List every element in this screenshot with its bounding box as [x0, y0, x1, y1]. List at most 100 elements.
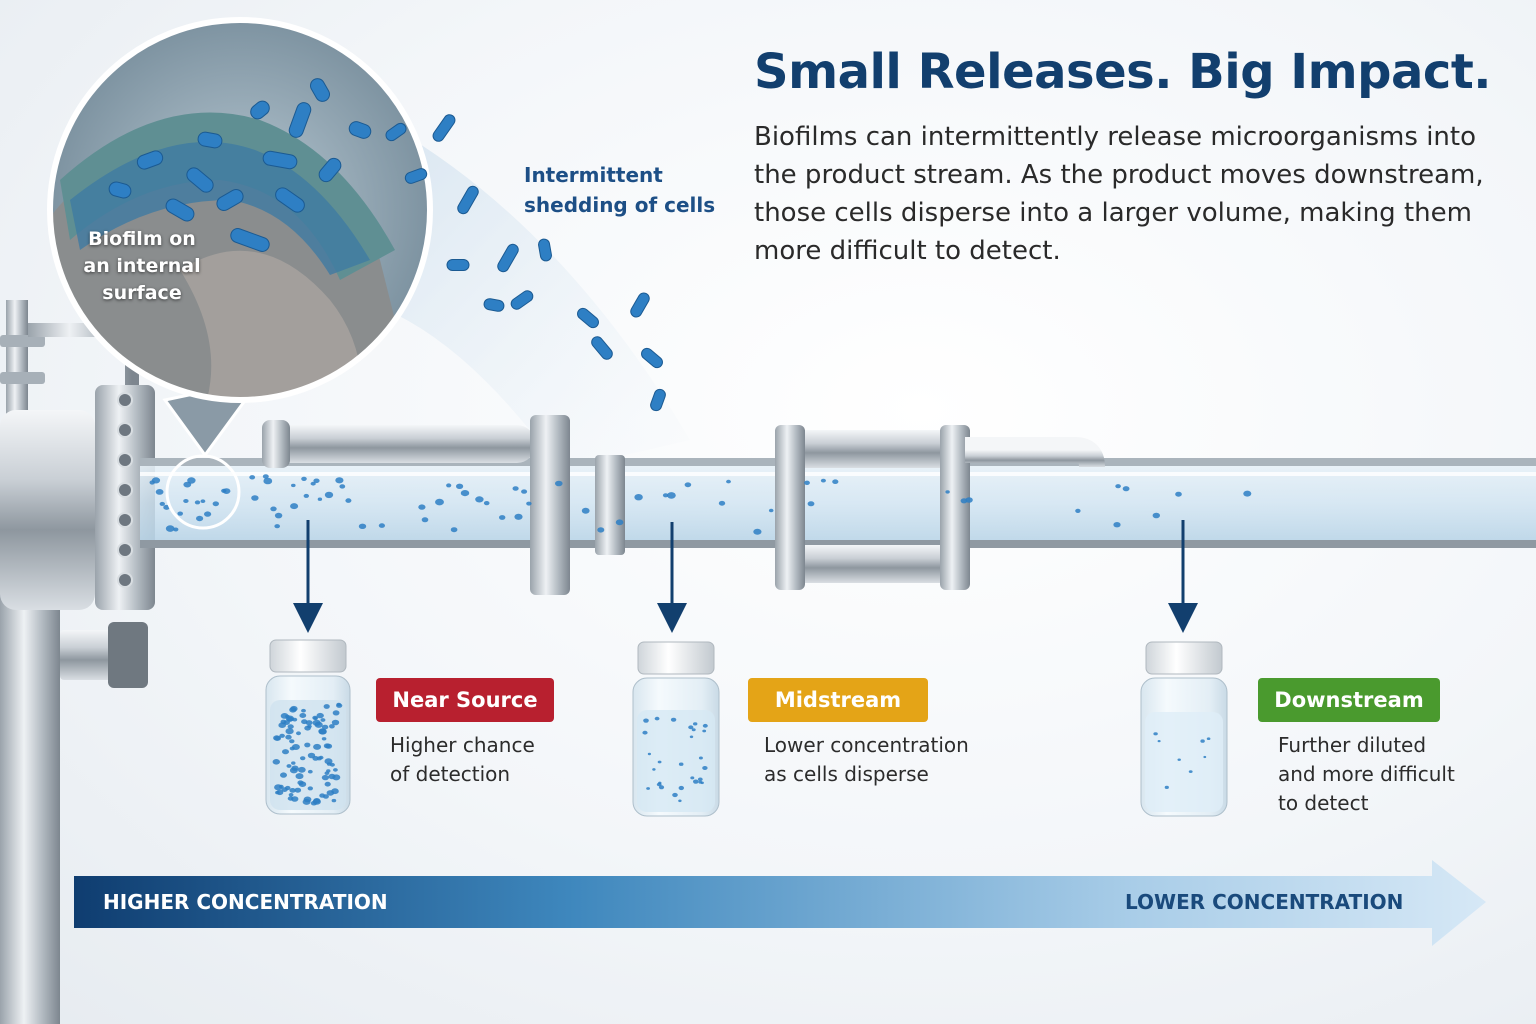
jar-cell: [678, 799, 682, 803]
jar-cell: [314, 721, 323, 728]
jar-cell: [321, 737, 327, 741]
jar-cell: [289, 746, 295, 751]
pipe-cell: [965, 497, 973, 503]
pipe-cell: [173, 527, 179, 532]
intro-paragraph: Biofilms can intermittently release micr…: [754, 122, 1484, 266]
shed-cell: [497, 243, 519, 273]
jar-cell: [295, 773, 304, 780]
shed-cell: [404, 168, 428, 184]
pipe-cell: [270, 506, 277, 512]
jar-cell: [1164, 785, 1169, 790]
jar-cell: [1177, 758, 1181, 761]
pipe-cell: [718, 500, 726, 506]
pipe-cell: [820, 478, 826, 483]
pipe-cell: [345, 498, 352, 503]
biofilm-cell: [186, 167, 214, 193]
jar-cell: [282, 749, 289, 755]
biofilm-cell: [318, 157, 342, 183]
jar-cell: [336, 703, 343, 708]
pipe-cell: [684, 482, 692, 488]
biofilm-cell: [275, 187, 305, 213]
pipe-cell: [151, 477, 161, 484]
support-column: [0, 560, 60, 1024]
pipe-cell: [358, 523, 367, 529]
flange-bolt: [117, 452, 133, 468]
jar-cell: [290, 705, 298, 712]
jar-cell: [693, 722, 698, 726]
jar-cell: [1206, 737, 1211, 740]
jar-cell: [702, 723, 708, 728]
pipe-cell: [324, 491, 334, 499]
exchanger-bottom: [780, 545, 965, 583]
desc-midstream: Lower concentration as cells disperse: [764, 733, 969, 786]
pipe-cell: [378, 523, 385, 528]
jar-cell: [332, 774, 341, 781]
pipe-cell: [317, 497, 323, 501]
pipe-cell: [667, 492, 676, 499]
jar-cell: [697, 777, 703, 782]
jar-cell: [316, 756, 322, 761]
pipe-cell: [804, 480, 810, 485]
jar-cell: [307, 769, 313, 774]
concentration-gradient-arrow: [74, 860, 1486, 946]
jar-cell: [331, 719, 340, 726]
sample-jar-downstream: [1140, 641, 1228, 817]
pipe-cell: [1243, 490, 1252, 497]
jar-cell: [272, 759, 280, 765]
pipe-cell: [753, 528, 762, 535]
jar-cell: [324, 781, 331, 787]
jar-cell: [299, 713, 307, 718]
shed-cell: [432, 114, 456, 142]
pipe-cell: [194, 500, 201, 505]
jar-cell: [332, 710, 340, 716]
jar-cell: [301, 708, 306, 713]
pipe-cell: [1113, 522, 1121, 528]
page-title: Small Releases. Big Impact.: [754, 44, 1492, 100]
pipe-cell: [597, 527, 605, 533]
jar-cell: [303, 796, 312, 803]
jar-cell: [643, 718, 649, 723]
pipe-cell: [475, 496, 484, 503]
mid-flange: [530, 415, 570, 595]
jar-cell: [321, 724, 329, 730]
jar-cell: [294, 787, 302, 793]
biofilm-cell: [197, 131, 223, 149]
sample-jar-near-source: [265, 639, 351, 815]
jar-cell: [688, 725, 694, 730]
jar-cell: [297, 766, 306, 773]
jar-cell: [316, 712, 324, 719]
jar-cell: [689, 735, 694, 739]
jar-cell: [324, 771, 330, 775]
pipe-cell: [262, 474, 269, 479]
jar-cell: [291, 796, 299, 802]
pipe-cell: [662, 493, 669, 498]
pipe-cell: [165, 525, 175, 532]
biofilm-cell: [310, 78, 330, 102]
shed-cell: [591, 336, 613, 360]
shed-cells: [385, 114, 666, 412]
jar-cell: [702, 766, 708, 770]
jar-cell: [329, 724, 335, 729]
pipe-cell: [435, 498, 444, 506]
jar-cell: [331, 798, 337, 803]
pipe-cell: [832, 479, 839, 485]
jar-cell: [693, 779, 699, 784]
pipe-cell: [183, 499, 189, 503]
badge-midstream: Midstream: [748, 678, 928, 722]
pipe-cell: [726, 479, 731, 484]
jar-cell: [274, 784, 283, 791]
flange-bolt: [117, 512, 133, 528]
jar-cell: [287, 716, 294, 722]
flange-bolt: [117, 542, 133, 558]
shedding-label: Intermittent shedding of cells: [524, 163, 716, 217]
sampling-circle: [165, 454, 241, 530]
pipe-cell: [421, 517, 429, 523]
shed-cell: [641, 347, 663, 369]
jar-cell: [284, 785, 291, 791]
pipe-cell: [456, 483, 464, 489]
jar-cell: [307, 786, 313, 791]
jar-cell: [305, 720, 313, 726]
jar-cell: [288, 793, 294, 797]
pipe-cell: [460, 490, 470, 497]
pipe-cell: [581, 507, 590, 514]
